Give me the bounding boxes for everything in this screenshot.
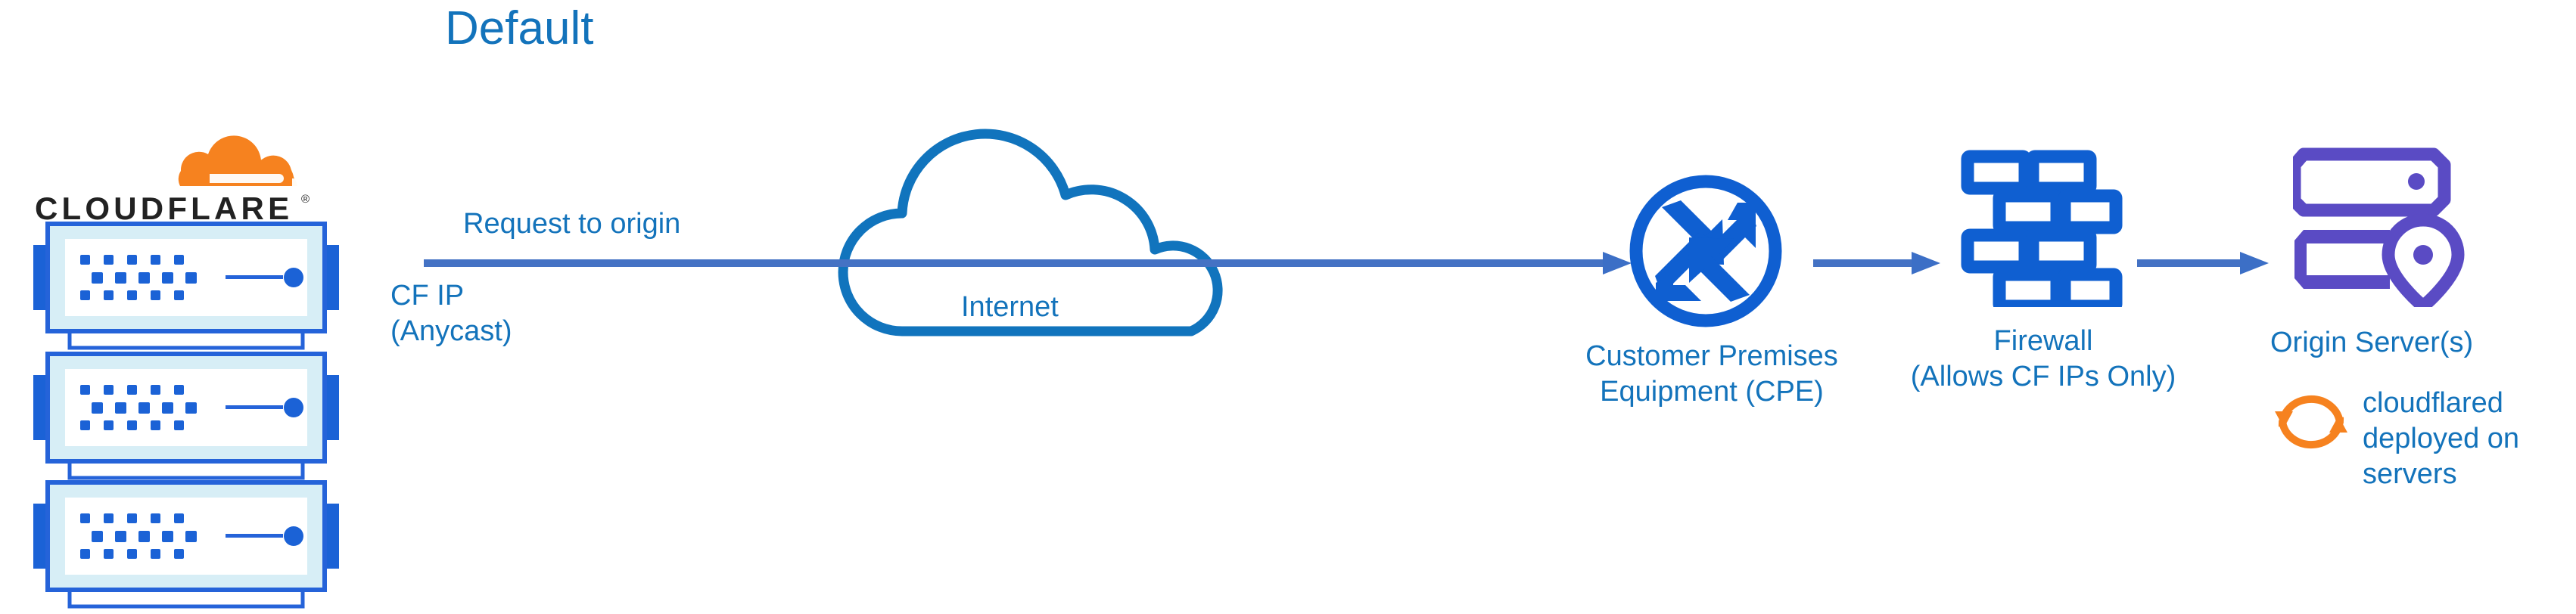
page-title: Default: [445, 2, 594, 54]
svg-text:®: ®: [301, 193, 310, 206]
request-to-origin-label: Request to origin: [463, 208, 681, 240]
brick-wall-icon: [1960, 150, 2123, 313]
server-rack-icon: [27, 470, 345, 612]
server-rack-icon: [27, 342, 345, 484]
server-rack-icon: [27, 212, 345, 354]
cf-ip-anycast-label: CF IP (Anycast): [390, 280, 512, 347]
cpe-label: Customer Premises Equipment (CPE): [1585, 340, 1838, 408]
arrow-cf-to-cpe: [424, 248, 1635, 278]
router-arrows-icon: [1627, 172, 1784, 330]
internet-label: Internet: [961, 291, 1059, 323]
origin-server-pin-icon: [2288, 142, 2482, 313]
svg-text:CLOUDFLARE: CLOUDFLARE: [35, 191, 293, 225]
cloud-outline-icon: [829, 106, 1306, 340]
cloudflared-deployed-note: cloudflared deployed on servers: [2363, 387, 2520, 490]
origin-server-label: Origin Server(s): [2270, 327, 2474, 358]
firewall-label: Firewall (Allows CF IPs Only): [1910, 325, 2176, 392]
arrow-firewall-to-origin: [2137, 248, 2270, 278]
sync-arrows-icon: [2270, 387, 2352, 457]
arrow-cpe-to-firewall: [1813, 248, 1942, 278]
cloudflare-cloud-logo-icon: CLOUDFLARE ®: [35, 135, 338, 225]
